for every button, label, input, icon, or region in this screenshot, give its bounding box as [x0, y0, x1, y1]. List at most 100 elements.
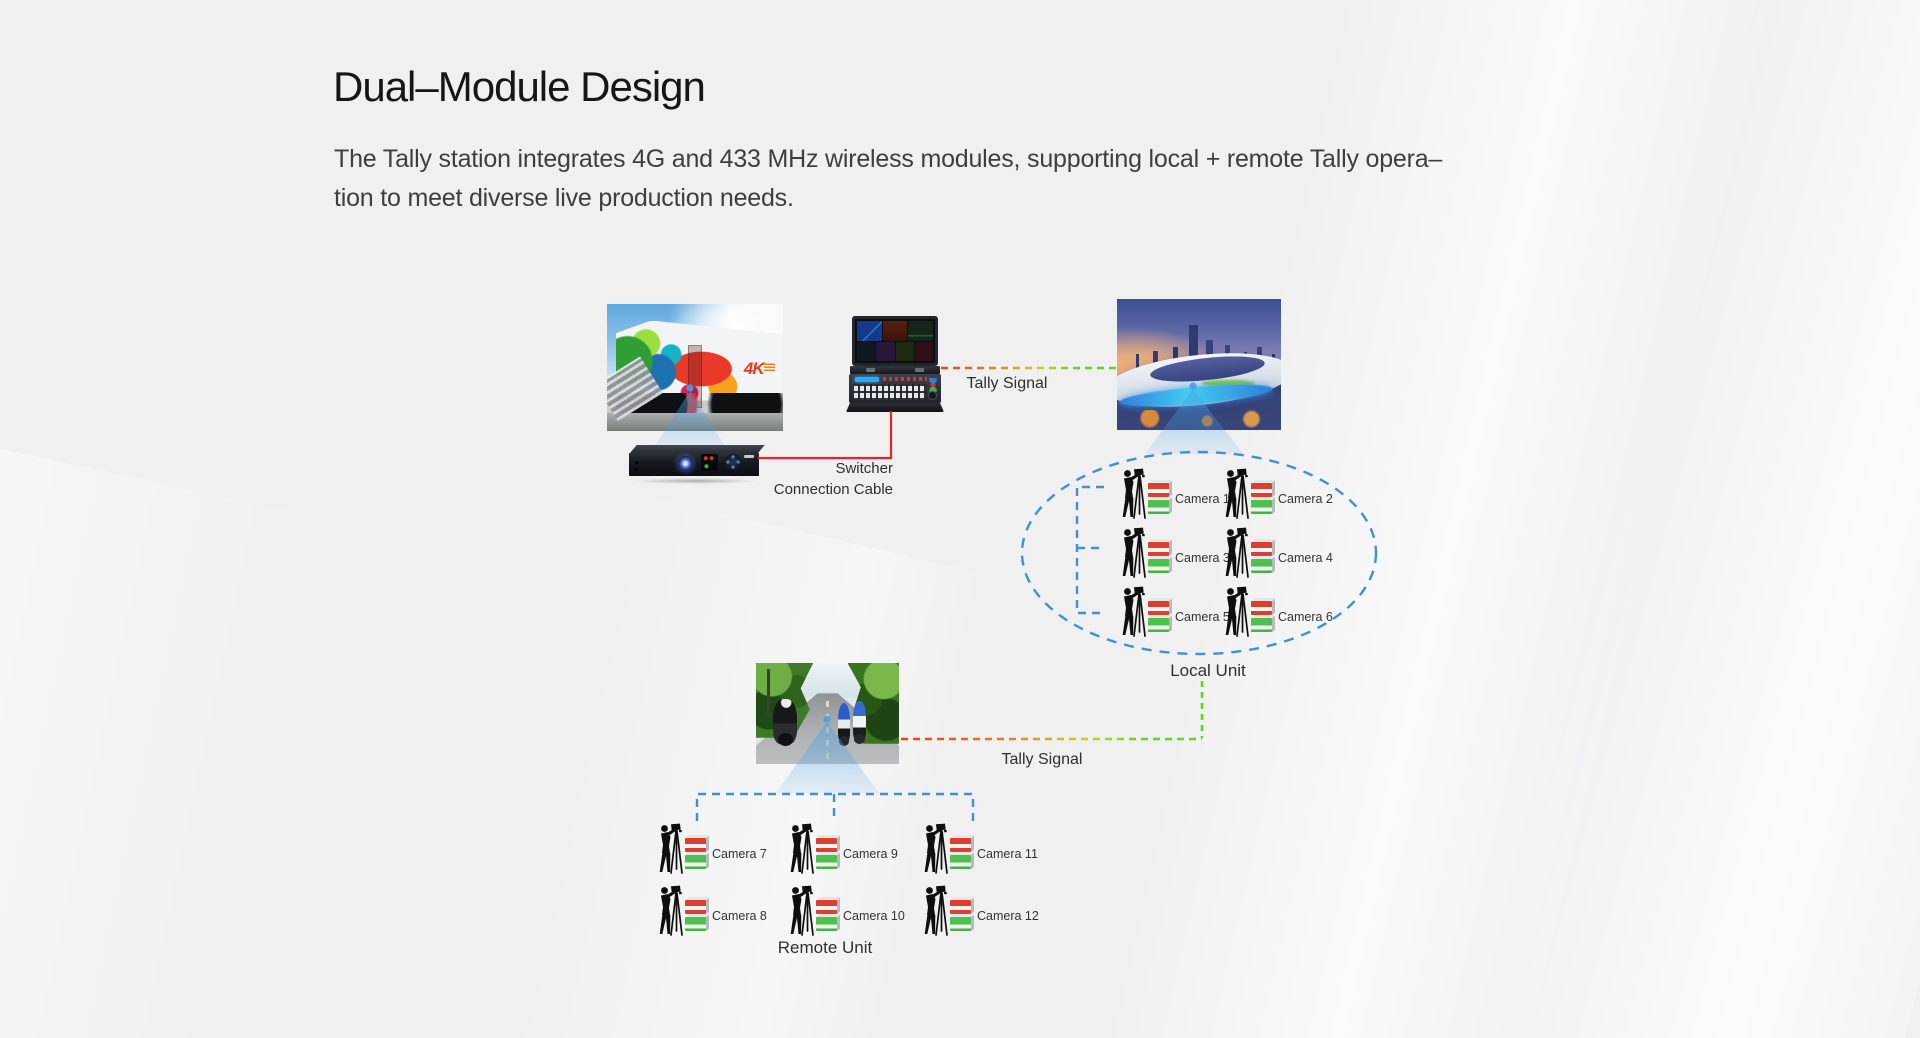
- tally-program-light: [950, 900, 971, 914]
- tally-program-light: [816, 900, 837, 914]
- background-light-streak: [0, 431, 468, 1038]
- camera-operator-icon: [657, 823, 684, 875]
- camera-label: Camera 4: [1278, 551, 1333, 565]
- switcher-lcd-strip: [855, 377, 879, 382]
- camera-operator-icon: [1120, 586, 1147, 638]
- tally-program-light: [1251, 542, 1272, 556]
- multiview-tile: [876, 341, 895, 361]
- local-unit-label: Local Unit: [1170, 661, 1246, 680]
- tally-preview-light: [1148, 618, 1169, 632]
- multiview-tile: [908, 321, 934, 341]
- tally-program-light: [685, 838, 706, 852]
- remote-unit-label: Remote Unit: [777, 938, 873, 957]
- station-control-pad: [725, 454, 741, 470]
- camera-label: Camera 10: [843, 909, 905, 923]
- road-race-photo: [756, 663, 899, 764]
- tally-light-icon: [1148, 601, 1174, 635]
- camera-label: Camera 8: [712, 909, 767, 923]
- camera-label: Camera 9: [843, 847, 898, 861]
- tally-program-light: [685, 900, 706, 914]
- tally-preview-light: [816, 855, 837, 869]
- description-line-1: The Tally station integrates 4G and 433 …: [334, 145, 1443, 173]
- station-status-screen: [701, 454, 718, 471]
- switcher-joystick-knob: [928, 391, 937, 400]
- tally-program-light: [1148, 483, 1169, 497]
- tally-program-light: [1148, 542, 1169, 556]
- video-switcher-device: [846, 314, 944, 412]
- camera-unit: Camera 9: [788, 823, 910, 875]
- tally-program-light: [950, 838, 971, 852]
- tally-light-icon: [816, 900, 842, 934]
- camera-motorcycle: [773, 699, 798, 747]
- camera-operator-icon: [788, 823, 815, 875]
- ob-van-photo: 4K: [607, 304, 783, 431]
- camera-label: Camera 2: [1278, 492, 1333, 506]
- station-shadow: [632, 478, 758, 484]
- camera-label: Camera 1: [1175, 492, 1230, 506]
- camera-unit: Camera 10: [788, 885, 910, 937]
- tally-light-icon: [1251, 601, 1277, 635]
- camera-operator-icon: [1223, 586, 1250, 638]
- cyclist: [853, 701, 867, 745]
- tally-light-icon: [685, 900, 711, 934]
- tally-preview-light: [1148, 500, 1169, 514]
- switcher-hinge: [850, 366, 940, 374]
- camera-label: Camera 5: [1175, 610, 1230, 624]
- tally-program-light: [816, 838, 837, 852]
- multiview-tile: [914, 341, 933, 361]
- camera-label: Camera 6: [1278, 610, 1333, 624]
- camera-operator-icon: [1223, 468, 1250, 520]
- tally-light-icon: [1148, 542, 1174, 576]
- tally-preview-light: [1148, 559, 1169, 573]
- tally-preview-light: [816, 917, 837, 931]
- multiview-tile: [857, 341, 876, 361]
- camera-operator-icon: [657, 885, 684, 937]
- camera-unit: Camera 4: [1223, 527, 1345, 579]
- stadium-base: [1117, 410, 1281, 430]
- tally-station-device: [626, 438, 765, 484]
- page-description: The Tally station integrates 4G and 433 …: [334, 140, 1604, 218]
- street-pole: [767, 669, 771, 718]
- remote-unit-bracket: [695, 792, 975, 821]
- tally-light-icon: [950, 838, 976, 872]
- ground: [607, 413, 783, 431]
- camera-unit: Camera 2: [1223, 468, 1345, 520]
- station-top-face: [630, 445, 765, 453]
- multiview-tile: [857, 321, 882, 341]
- tally-preview-light: [950, 917, 971, 931]
- tally-preview-light: [950, 855, 971, 869]
- switcher-cable-label-line-1: Switcher: [835, 460, 893, 477]
- tally-preview-light: [1251, 559, 1272, 573]
- tally-preview-light: [685, 917, 706, 931]
- tally-light-icon: [1251, 542, 1277, 576]
- camera-operator-icon: [1223, 527, 1250, 579]
- tally-light-icon: [1251, 483, 1277, 517]
- tally-program-light: [1251, 601, 1272, 615]
- multiview-tile: [882, 321, 908, 341]
- tally-preview-light: [1251, 500, 1272, 514]
- camera-label: Camera 3: [1175, 551, 1230, 565]
- tally-light-icon: [685, 838, 711, 872]
- switcher-multiview-screen: [852, 316, 938, 366]
- multiview-row: [857, 341, 933, 361]
- camera-unit: Camera 7: [657, 823, 779, 875]
- tally-signal-label-top: Tally Signal: [966, 375, 1048, 392]
- station-brand-mark: [744, 455, 754, 458]
- switcher-red-buttons: [883, 377, 927, 381]
- switcher-base: [846, 403, 944, 412]
- camera-operator-icon: [922, 823, 949, 875]
- camera-operator-icon: [922, 885, 949, 937]
- multiview-tile: [895, 341, 914, 361]
- switcher-cable-label-line-2: Connection Cable: [773, 480, 893, 498]
- stadium-photo: [1117, 299, 1281, 430]
- description-line-2: tion to meet diverse live production nee…: [334, 184, 794, 212]
- tally-program-light: [1251, 483, 1272, 497]
- van-4k-logo: 4K: [743, 358, 775, 378]
- switcher-key-rows: [854, 384, 926, 400]
- tally-light-icon: [950, 900, 976, 934]
- tally-preview-light: [1251, 618, 1272, 632]
- camera-unit: Camera 12: [922, 885, 1044, 937]
- camera-unit: Camera 6: [1223, 586, 1345, 638]
- tally-light-icon: [1148, 483, 1174, 517]
